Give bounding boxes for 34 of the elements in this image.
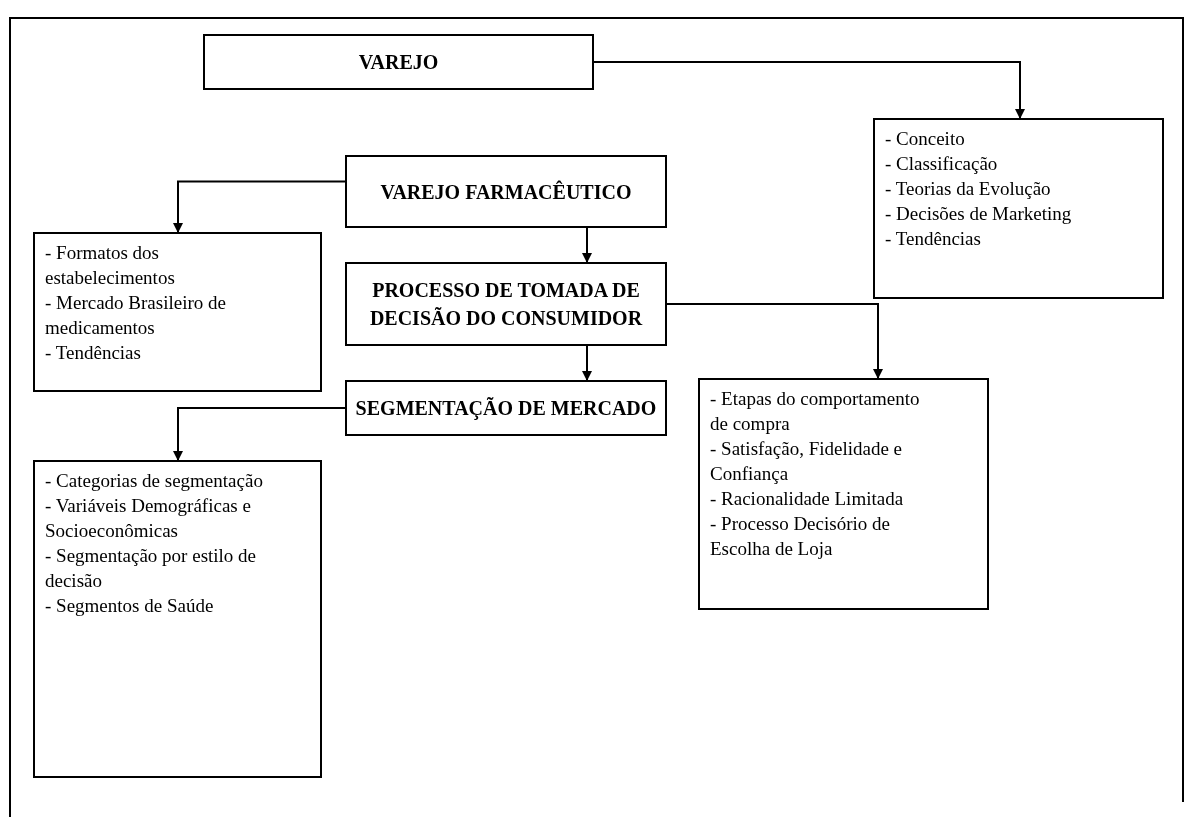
list-item: - Teorias da Evolução: [885, 177, 1052, 201]
arrow: [173, 180, 346, 233]
list-item: - Categorias de segmentação: [45, 469, 264, 493]
list-item: - Processo Decisório de Escolha de Loja: [710, 512, 891, 561]
arrow: [582, 345, 592, 381]
arrow: [666, 303, 883, 379]
topic-title: VAREJO FARMACÊUTICO: [380, 179, 632, 205]
list-item: - Decisões de Marketing: [885, 202, 1073, 226]
topic-box: [345, 155, 667, 228]
list-item: - Segmentos de Saúde: [45, 594, 215, 618]
list-box: [33, 460, 322, 778]
list-item: - Tendências: [45, 341, 142, 365]
list-item: - Variáveis Demográficas e Socioeconômicas: [45, 494, 252, 543]
topic-title: PROCESSO DE TOMADA DE DECISÃO DO CONSUMIDOR: [368, 278, 644, 331]
arrow: [593, 61, 1025, 119]
list-item: - Formatos dos estabelecimentos: [45, 241, 176, 290]
list-item: - Classificação: [885, 152, 999, 176]
arrow: [173, 407, 346, 461]
list-box: [698, 378, 989, 610]
list-item: - Mercado Brasileiro de medicamentos: [45, 291, 227, 340]
list-item: - Tendências: [885, 227, 982, 251]
list-item: - Etapas do comportamento de compra: [710, 387, 921, 436]
list-box: [33, 232, 322, 392]
list-item: - Conceito: [885, 127, 966, 151]
topic-title: VAREJO: [358, 50, 439, 75]
topic-title: SEGMENTAÇÃO DE MERCADO: [355, 396, 657, 422]
topic-box: [345, 380, 667, 436]
arrow: [582, 227, 592, 263]
list-item: - Satisfação, Fidelidade e Confiança: [710, 437, 904, 486]
list-item: - Racionalidade Limitada: [710, 487, 905, 511]
topic-box: [203, 34, 594, 90]
list-box: [873, 118, 1164, 299]
topic-box: [345, 262, 667, 346]
list-item: - Segmentação por estilo de decisão: [45, 544, 258, 593]
